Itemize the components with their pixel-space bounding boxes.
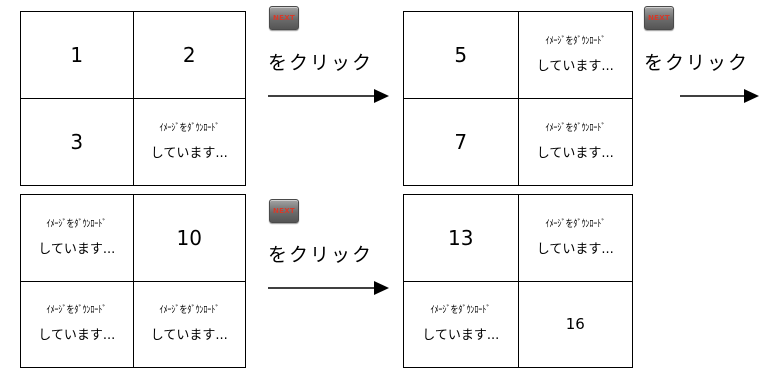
image-grid-2: 5 ｲﾒｰｼﾞをﾀﾞｳﾝﾛｰﾄﾞ しています... 7 ｲﾒｰｼﾞをﾀﾞｳﾝﾛｰﾄ… <box>403 11 633 186</box>
cell-number: 2 <box>182 43 196 67</box>
loading-cell: ｲﾒｰｼﾞをﾀﾞｳﾝﾛｰﾄﾞ しています... <box>133 281 245 367</box>
click-instruction: をクリック <box>268 52 374 74</box>
grid-cell: 16 <box>518 281 632 367</box>
loading-cell: ｲﾒｰｼﾞをﾀﾞｳﾝﾛｰﾄﾞ しています... <box>404 281 518 367</box>
cell-number: 1 <box>70 43 84 67</box>
loading-status: しています... <box>536 59 614 74</box>
arrow-right-icon <box>268 89 389 103</box>
grid-cell: 7 <box>404 99 518 185</box>
loading-cell: ｲﾒｰｼﾞをﾀﾞｳﾝﾛｰﾄﾞ しています... <box>21 281 133 367</box>
next-button-label: NEXT <box>647 14 670 22</box>
grid-cell: 13 <box>404 195 518 281</box>
next-button[interactable]: NEXT <box>269 199 299 223</box>
cell-number: 13 <box>448 225 474 250</box>
cell-number: 5 <box>454 43 468 67</box>
click-instruction: をクリック <box>268 244 374 266</box>
image-grid-1: 1 2 3 ｲﾒｰｼﾞをﾀﾞｳﾝﾛｰﾄﾞ しています... <box>20 11 246 186</box>
loading-text: ｲﾒｰｼﾞをﾀﾞｳﾝﾛｰﾄﾞ <box>46 218 107 230</box>
next-button[interactable]: NEXT <box>269 6 299 30</box>
arrow-right-icon <box>680 89 759 103</box>
loading-text: ｲﾒｰｼﾞをﾀﾞｳﾝﾛｰﾄﾞ <box>159 123 220 134</box>
cell-number: 10 <box>176 225 202 250</box>
loading-status: しています... <box>536 146 614 161</box>
image-grid-3: ｲﾒｰｼﾞをﾀﾞｳﾝﾛｰﾄﾞ しています... 10 ｲﾒｰｼﾞをﾀﾞｳﾝﾛｰﾄﾞ… <box>20 194 246 368</box>
grid-cell: 5 <box>404 12 518 98</box>
grid-cell: 1 <box>21 12 133 98</box>
loading-text: ｲﾒｰｼﾞをﾀﾞｳﾝﾛｰﾄﾞ <box>430 305 491 317</box>
grid-cell: 3 <box>21 99 133 185</box>
arrow-right-icon <box>268 281 389 295</box>
loading-status: しています... <box>150 146 228 161</box>
loading-cell: ｲﾒｰｼﾞをﾀﾞｳﾝﾛｰﾄﾞ しています... <box>133 99 245 185</box>
loading-text: ｲﾒｰｼﾞをﾀﾞｳﾝﾛｰﾄﾞ <box>545 36 606 47</box>
loading-text: ｲﾒｰｼﾞをﾀﾞｳﾝﾛｰﾄﾞ <box>545 218 606 230</box>
cell-number: 3 <box>70 130 84 154</box>
grid-cell: 10 <box>133 195 245 281</box>
loading-status: しています... <box>38 241 116 257</box>
loading-status: しています... <box>38 328 116 344</box>
loading-cell: ｲﾒｰｼﾞをﾀﾞｳﾝﾛｰﾄﾞ しています... <box>518 12 632 98</box>
next-button[interactable]: NEXT <box>644 6 674 30</box>
loading-text: ｲﾒｰｼﾞをﾀﾞｳﾝﾛｰﾄﾞ <box>159 305 220 317</box>
loading-text: ｲﾒｰｼﾞをﾀﾞｳﾝﾛｰﾄﾞ <box>545 123 606 134</box>
next-button-label: NEXT <box>272 207 295 215</box>
loading-status: しています... <box>422 328 500 344</box>
click-instruction: をクリック <box>644 52 750 74</box>
cell-number: 7 <box>454 130 468 154</box>
loading-cell: ｲﾒｰｼﾞをﾀﾞｳﾝﾛｰﾄﾞ しています... <box>518 99 632 185</box>
loading-status: しています... <box>150 328 228 344</box>
next-button-label: NEXT <box>272 14 295 22</box>
loading-status: しています... <box>536 241 614 257</box>
grid-cell: 2 <box>133 12 245 98</box>
image-grid-4: 13 ｲﾒｰｼﾞをﾀﾞｳﾝﾛｰﾄﾞ しています... ｲﾒｰｼﾞをﾀﾞｳﾝﾛｰﾄﾞ… <box>403 194 633 368</box>
cell-number: 16 <box>565 315 585 334</box>
loading-cell: ｲﾒｰｼﾞをﾀﾞｳﾝﾛｰﾄﾞ しています... <box>21 195 133 281</box>
loading-text: ｲﾒｰｼﾞをﾀﾞｳﾝﾛｰﾄﾞ <box>46 305 107 317</box>
loading-cell: ｲﾒｰｼﾞをﾀﾞｳﾝﾛｰﾄﾞ しています... <box>518 195 632 281</box>
